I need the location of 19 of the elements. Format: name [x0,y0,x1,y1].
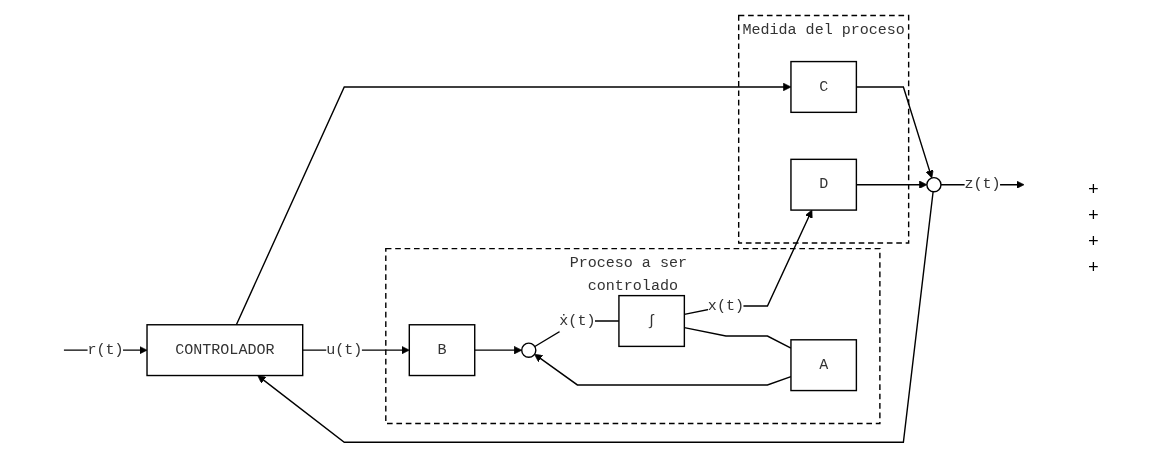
node-circle [521,342,537,358]
edge-label: r(t) [87,341,124,359]
node-box: CONTROLADOR [146,324,304,377]
sign-label: + [1088,232,1100,252]
node-circle [926,177,942,193]
edge-label: z(t) [964,176,1001,194]
arrow [257,191,934,444]
node-box: C [790,61,858,114]
node-box: B [408,324,476,377]
node-box: D [790,158,858,211]
sign-label: + [1088,180,1100,200]
edge-label: x(t) [707,297,744,315]
sign-label: + [1088,206,1100,226]
edge-label: u(t) [326,341,363,359]
node-box: ∫ [618,295,686,348]
node-box: A [790,339,858,392]
edge-label: ẋ(t) [559,312,596,330]
sign-label: + [1088,258,1100,278]
arrow [474,346,523,355]
